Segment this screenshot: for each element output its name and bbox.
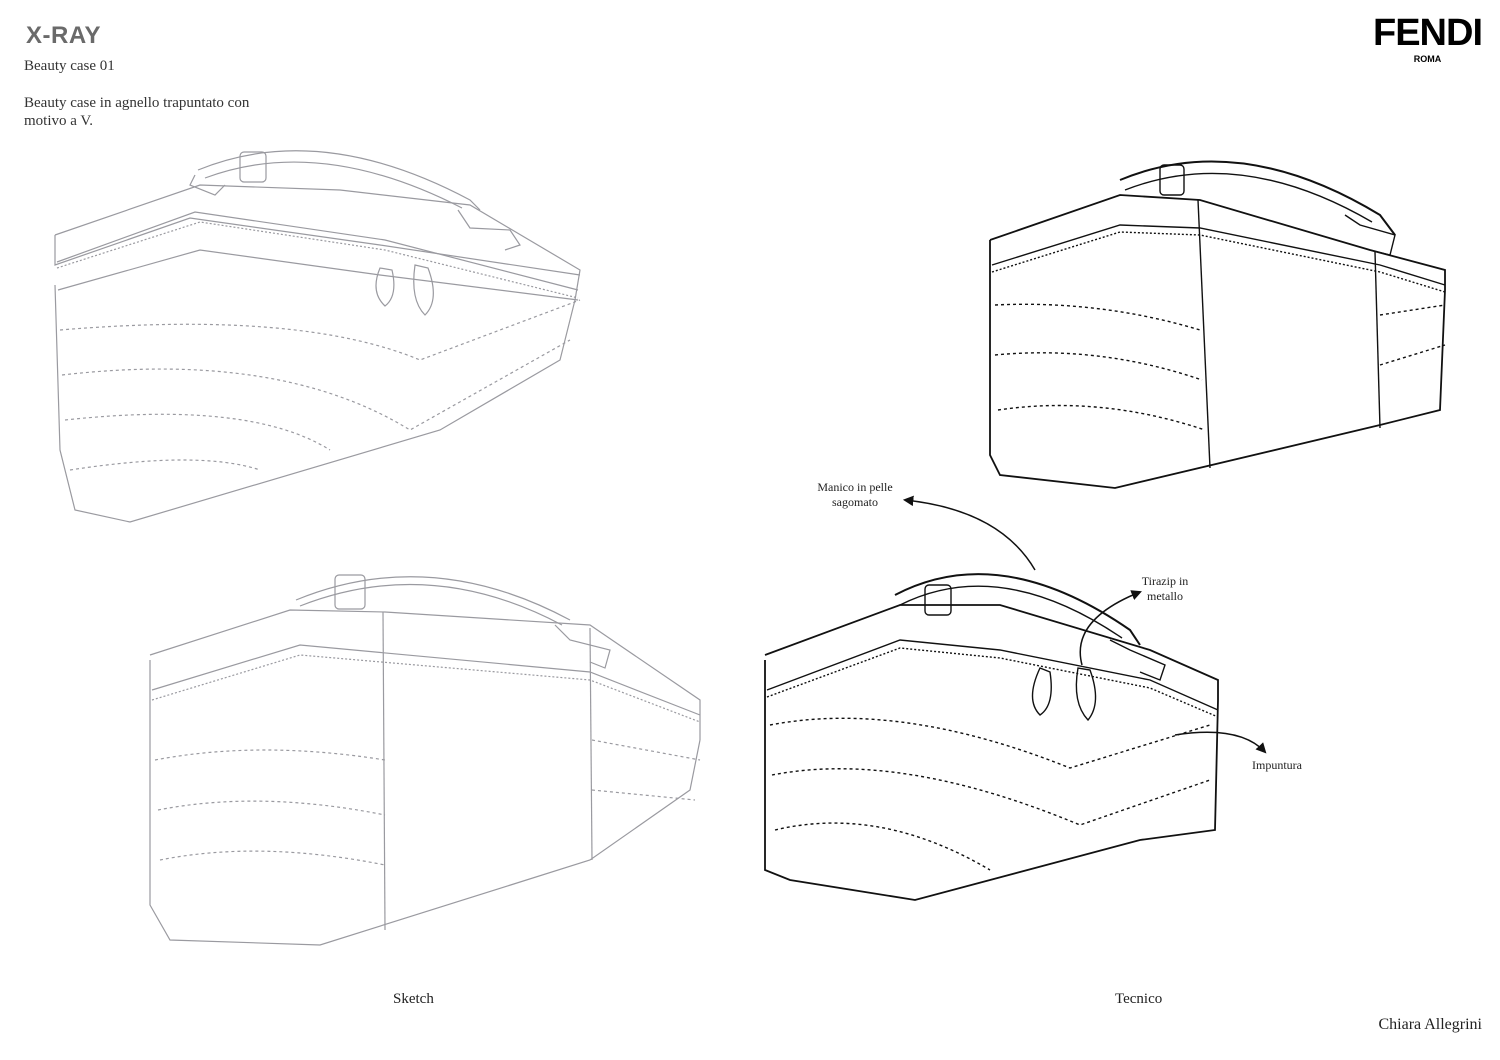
brand-name: FENDI [1373,12,1483,54]
arrow-handle [902,495,1036,571]
product-description: Beauty case in agnello trapuntato con mo… [24,95,250,129]
brand-city: ROMA [1413,54,1442,64]
author-name: Chiara Allegrini [1378,1016,1482,1033]
arrow-stitching [1174,731,1267,754]
annotation-stitching: Impuntura [1252,758,1302,772]
sketch-bag-panel [149,574,701,946]
annotation-arrows [902,495,1267,754]
arrow-zip-puller [1079,590,1142,666]
collection-title: X-RAY [26,22,101,49]
brand-logo: FENDI ROMA [1373,12,1483,64]
annotation-zip-puller: Tirazip in metallo [1141,574,1189,603]
technical-bag-front [764,573,1219,901]
caption-sketch: Sketch [393,991,434,1007]
technical-bag-panel [989,160,1446,489]
sketch-bag-front [54,150,581,523]
product-code: Beauty case 01 [24,58,115,74]
annotation-handle: Manico in pelle sagomato [817,480,893,509]
caption-technical: Tecnico [1115,991,1163,1007]
